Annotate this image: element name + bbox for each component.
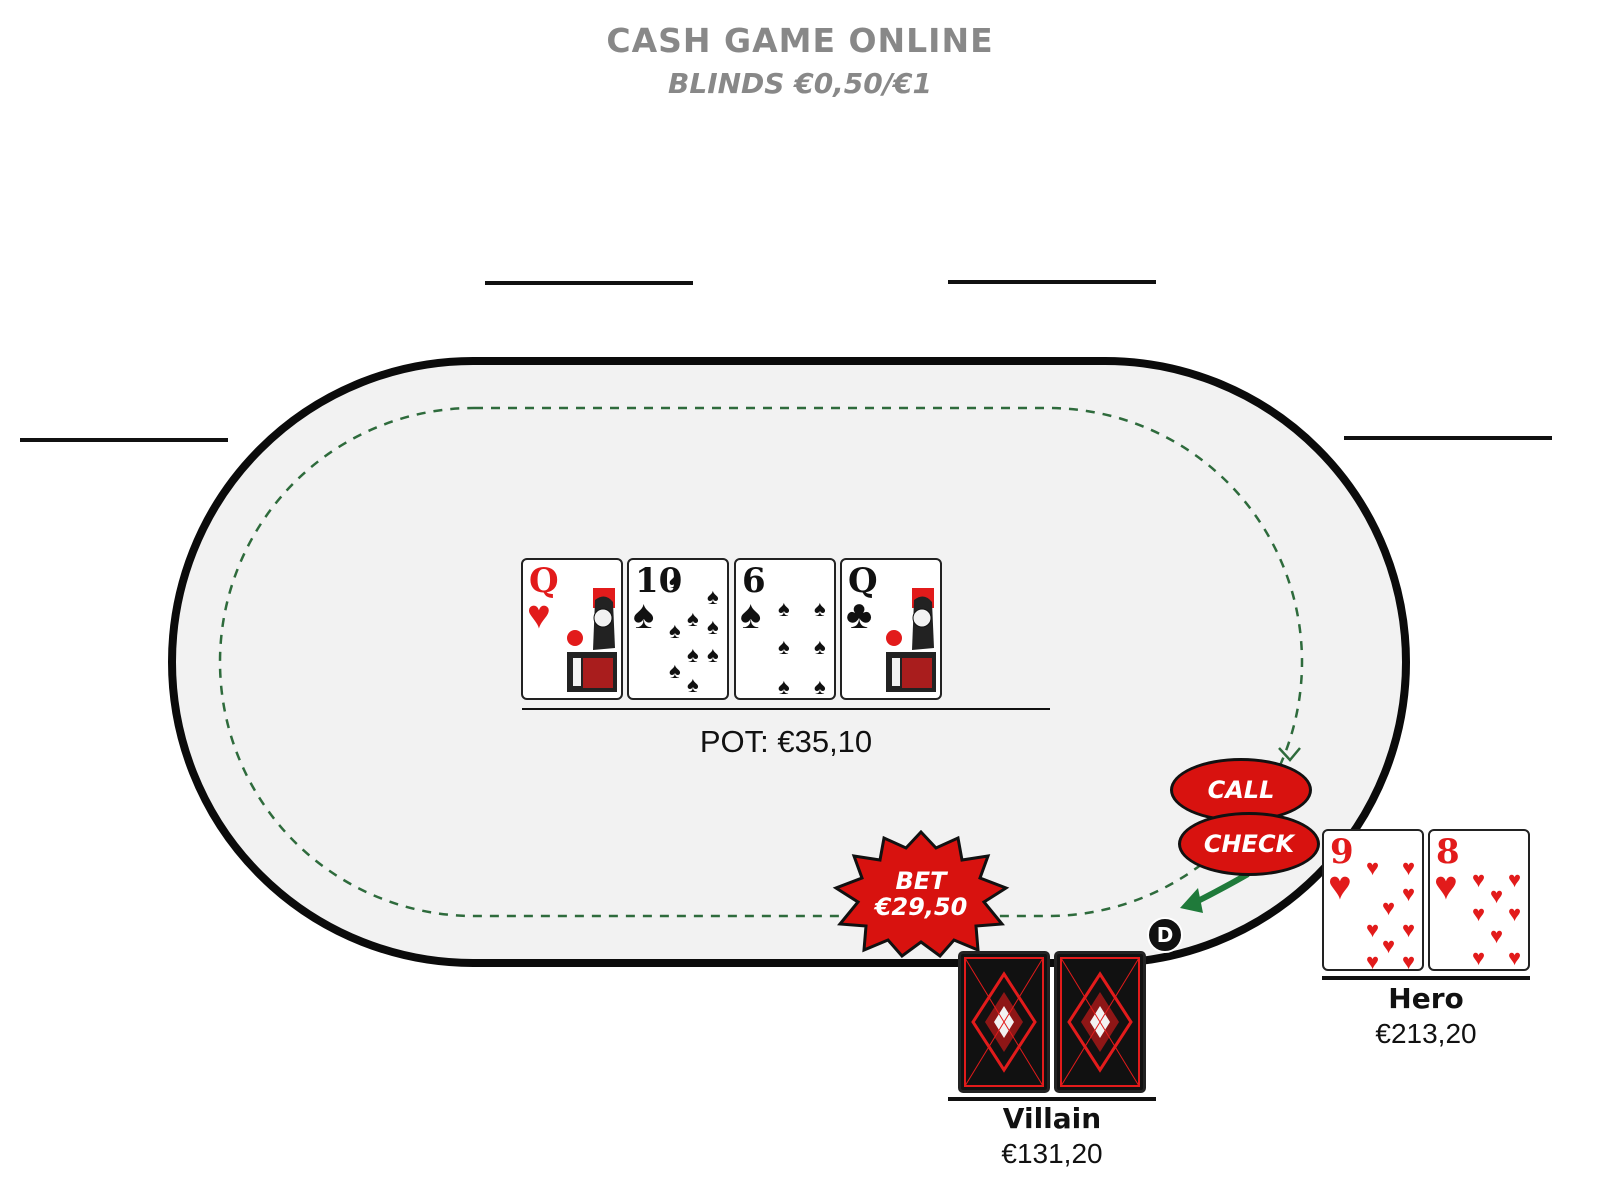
heart-pip-icon: ♥ [1402, 917, 1416, 942]
hero-card-2-pips: ♥ ♥ ♥ ♥ ♥ ♥ ♥ ♥ [1464, 835, 1528, 969]
heart-suit-icon: ♥ [527, 593, 551, 637]
heart-pip-icon: ♥ [1402, 881, 1416, 906]
hero-card-2-rank: 8 [1436, 832, 1460, 872]
spade-pip-icon: ♠ [707, 642, 719, 667]
check-action-button[interactable]: CHECK [1178, 812, 1320, 876]
villain-stack: €131,20 [1001, 1138, 1103, 1169]
board-card-4: Q ♣ [840, 558, 942, 700]
board-card-2: 10 ♠ ♠ ♠ ♠ ♠ ♠ ♠ ♠ ♠ ♠ [627, 558, 729, 700]
board-card-1-rank: Q [529, 561, 559, 601]
spade-pip-icon: ♠ [778, 634, 790, 659]
queen-face-icon [882, 582, 936, 694]
spade-pip-icon: ♠ [669, 618, 681, 643]
board-card-3: 6 ♠ ♠ ♠ ♠ ♠ ♠ ♠ [734, 558, 836, 700]
board-card-3-rank: 6 [742, 561, 766, 601]
hero-card-1-pips: ♥ ♥ ♥ ♥ ♥ ♥ ♥ ♥ ♥ [1358, 835, 1422, 971]
heart-pip-icon: ♥ [1472, 901, 1486, 926]
board-card-2-pips: ♠ ♠ ♠ ♠ ♠ ♠ ♠ ♠ ♠ [663, 564, 727, 698]
hero-card-1: 9 ♥ ♥ ♥ ♥ ♥ ♥ ♥ ♥ ♥ ♥ [1322, 829, 1424, 971]
heart-pip-icon: ♥ [1490, 923, 1504, 948]
spade-pip-icon: ♠ [707, 614, 719, 639]
club-suit-icon: ♣ [846, 593, 873, 637]
heart-pip-icon: ♥ [1402, 949, 1416, 971]
card-back-pattern-icon [964, 957, 1044, 1087]
bet-amount-label: BET €29,50 [832, 868, 1010, 920]
heart-pip-icon: ♥ [1382, 895, 1396, 920]
villain-card-back-2 [1054, 951, 1146, 1093]
empty-seat-right[interactable] [1344, 436, 1552, 440]
dealer-button: D [1147, 917, 1183, 953]
board-card-1: Q ♥ [521, 558, 623, 700]
bet-value: €29,50 [874, 893, 968, 921]
check-arrow [1190, 871, 1250, 907]
hero-card-2: 8 ♥ ♥ ♥ ♥ ♥ ♥ ♥ ♥ ♥ [1428, 829, 1530, 971]
heart-pip-icon: ♥ [1508, 901, 1522, 926]
action-track-path [218, 406, 1304, 918]
empty-seat-left[interactable] [20, 438, 228, 442]
hero-card-1-rank: 9 [1330, 832, 1354, 872]
spade-suit-icon: ♠ [740, 593, 762, 637]
heart-pip-icon: ♥ [1402, 855, 1416, 880]
hero-seat-line [1322, 976, 1530, 980]
spade-pip-icon: ♠ [687, 642, 699, 667]
spade-pip-icon: ♠ [687, 606, 699, 631]
heart-pip-icon: ♥ [1508, 867, 1522, 892]
heart-suit-icon: ♥ [1434, 864, 1458, 908]
spade-pip-icon: ♠ [669, 658, 681, 683]
spade-pip-icon: ♠ [814, 596, 826, 621]
empty-seat-top-left[interactable] [485, 281, 693, 285]
heart-suit-icon: ♥ [1328, 864, 1352, 908]
check-arrow-head [1180, 888, 1203, 913]
heart-pip-icon: ♥ [1472, 867, 1486, 892]
heart-pip-icon: ♥ [1472, 945, 1486, 970]
board-card-2-rank: 10 [635, 561, 683, 601]
spade-pip-icon: ♠ [687, 672, 699, 697]
heart-pip-icon: ♥ [1508, 945, 1522, 970]
card-back-pattern-icon [1060, 957, 1140, 1087]
empty-seat-top-right[interactable] [948, 280, 1156, 284]
track-arrowhead [1278, 747, 1301, 762]
bet-label: BET [895, 867, 947, 895]
heart-pip-icon: ♥ [1366, 855, 1380, 880]
heart-pip-icon: ♥ [1366, 917, 1380, 942]
bet-burst-icon [832, 830, 1010, 958]
pot-amount: POT: €35,10 [699, 724, 873, 759]
board-card-4-rank: Q [848, 561, 878, 601]
spade-suit-icon: ♠ [633, 593, 655, 637]
heart-pip-icon: ♥ [1490, 883, 1504, 908]
hero-name: Hero [1388, 982, 1464, 1015]
villain-name: Villain [1002, 1102, 1102, 1135]
game-blinds: BLINDS €0,50/€1 [668, 67, 932, 100]
spade-pip-icon: ♠ [778, 674, 790, 699]
heart-pip-icon: ♥ [1382, 933, 1396, 958]
spade-pip-icon: ♠ [778, 596, 790, 621]
game-header: CASH GAME ONLINE BLINDS €0,50/€1 [0, 18, 1600, 104]
queen-face-icon [563, 582, 617, 694]
villain-card-back-1 [958, 951, 1050, 1093]
board-card-3-pips: ♠ ♠ ♠ ♠ ♠ ♠ [770, 564, 834, 698]
game-title: CASH GAME ONLINE [606, 21, 994, 60]
hero-stack: €213,20 [1375, 1018, 1477, 1049]
spade-pip-icon: ♠ [814, 634, 826, 659]
call-action-button[interactable]: CALL [1170, 758, 1312, 822]
heart-pip-icon: ♥ [1366, 949, 1380, 971]
spade-pip-icon: ♠ [669, 568, 681, 593]
pot-divider [522, 708, 1050, 710]
spade-pip-icon: ♠ [707, 584, 719, 609]
villain-seat-line [948, 1097, 1156, 1101]
spade-pip-icon: ♠ [814, 674, 826, 699]
